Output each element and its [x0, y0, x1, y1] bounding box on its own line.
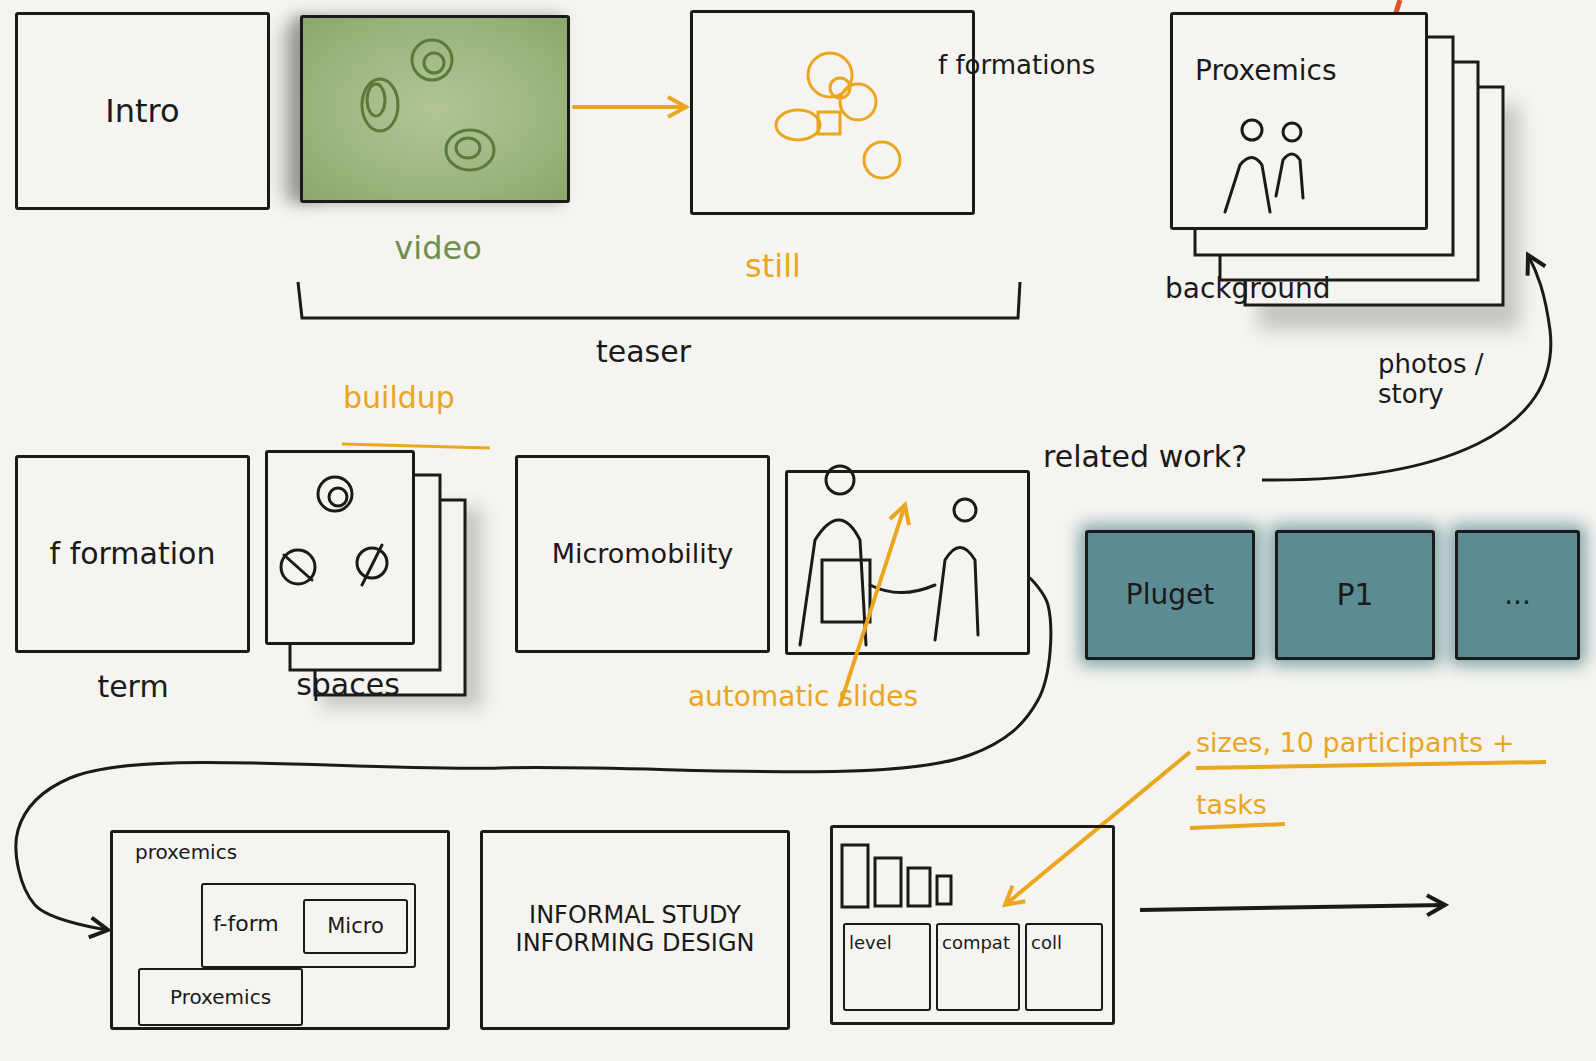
frame-note: term — [78, 670, 188, 705]
storyboard-frame: INFORMAL STUDY INFORMING DESIGN — [480, 830, 790, 1030]
flow-connector — [16, 578, 1051, 930]
frame-title: ... — [1458, 533, 1577, 657]
nested-frame: Microf-formProxemicsproxemics — [110, 830, 450, 1030]
section-label: related work? — [1043, 440, 1323, 475]
still-frame: stillf formations — [690, 10, 975, 215]
blob — [808, 53, 852, 97]
underline — [1190, 824, 1285, 828]
stacked-frame: Proxemicsbackgroundphotos / story — [1170, 12, 1428, 230]
annotation-note: sizes, 10 participants + tasks — [1196, 712, 1586, 836]
storyboard-frame: automatic slides — [785, 470, 1030, 655]
person-body — [800, 520, 866, 645]
video-frame: video — [300, 15, 570, 203]
blob — [830, 78, 850, 98]
result-cell: level — [843, 923, 931, 1011]
frame-note: f formations — [938, 51, 1138, 81]
flow-connector — [574, 105, 686, 109]
section-label: teaser — [596, 335, 736, 370]
related-work-card: Pluget — [1085, 530, 1255, 660]
nested-box: Proxemics — [138, 968, 303, 1026]
frame-note: spaces — [288, 668, 408, 703]
continue-arrow — [1140, 905, 1445, 910]
person-head — [954, 499, 976, 521]
bracket — [298, 282, 1020, 318]
blob — [818, 112, 840, 134]
size-sample — [937, 876, 951, 904]
stacked-frame: buildupspaces — [265, 450, 415, 645]
frame-title: compat — [942, 933, 1020, 954]
frame-title: coll — [1031, 933, 1101, 954]
frame-title: still — [713, 248, 833, 285]
nested-box: Micro — [303, 899, 408, 954]
frame-title: video — [363, 230, 513, 267]
underline — [342, 444, 490, 448]
size-sample — [842, 845, 868, 907]
results-frame: level compat coll — [830, 825, 1115, 1025]
frame-title: INFORMAL STUDY INFORMING DESIGN — [483, 833, 787, 1027]
blob — [776, 110, 820, 140]
frame-note: background — [1165, 273, 1365, 305]
frame-note: photos / story — [1378, 350, 1508, 410]
blob — [864, 142, 900, 178]
person-body — [935, 548, 978, 641]
frame-title: Pluget — [1088, 533, 1252, 657]
leader-arrow — [1005, 752, 1190, 905]
related-work-card: P1 — [1275, 530, 1435, 660]
storyboard-frame: f formationterm — [15, 455, 250, 653]
frame-title: Proxemics — [1195, 55, 1415, 87]
device — [870, 585, 935, 593]
slide-arrow — [840, 505, 905, 705]
result-cell: compat — [936, 923, 1020, 1011]
frame-title: Proxemics — [140, 970, 301, 1024]
frame-title: Micromobility — [518, 458, 767, 650]
frame-title: proxemics — [135, 841, 335, 864]
storyboard-frame: Intro — [15, 12, 270, 210]
storyboard-frame: Micromobility — [515, 455, 770, 653]
frame-title: buildup — [343, 381, 513, 416]
underline — [1196, 762, 1546, 768]
frame-title: P1 — [1278, 533, 1432, 657]
blob — [840, 84, 876, 120]
frame-title: level — [849, 933, 929, 954]
frame-title: automatic slides — [638, 681, 968, 713]
device — [822, 560, 870, 622]
size-sample — [908, 868, 930, 906]
frame-title: f-form — [213, 911, 303, 936]
size-sample — [875, 858, 901, 906]
frame-title: Micro — [305, 901, 406, 952]
frame-title: Intro — [18, 15, 267, 207]
result-cell: coll — [1025, 923, 1103, 1011]
nested-box: Microf-form — [201, 883, 416, 968]
related-work-card: ... — [1455, 530, 1580, 660]
frame-title: f formation — [18, 458, 247, 650]
